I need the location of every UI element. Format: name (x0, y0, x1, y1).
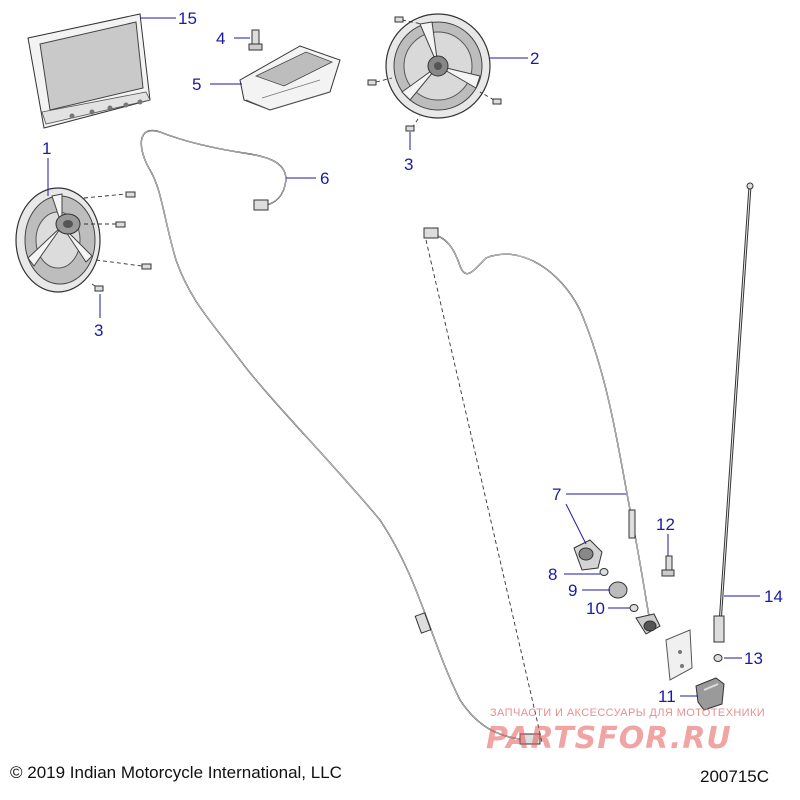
callout-3-left: 3 (94, 321, 103, 340)
callout-12: 12 (656, 515, 675, 534)
speaker-left-part (15, 187, 101, 293)
antenna-mast-part (713, 182, 754, 643)
callout-6: 6 (320, 169, 329, 188)
callout-10: 10 (586, 599, 605, 618)
nut-part (599, 568, 609, 576)
figure-id: 200715C (700, 767, 769, 786)
copyright-text: © 2019 Indian Motorcycle International, … (10, 763, 342, 782)
callout-8: 8 (548, 565, 557, 584)
antenna-base-part (695, 677, 725, 711)
leader-lines (47, 17, 760, 697)
watermark: ЗАПЧАСТИ И АКСЕССУАРЫ ДЛЯ МОТОТЕХНИКИ PA… (486, 707, 765, 756)
callout-1: 1 (42, 139, 51, 158)
callout-labels: 15 4 5 2 3 1 3 6 7 8 9 10 12 13 11 14 (42, 9, 783, 706)
cable-connector-part (635, 613, 661, 635)
antenna-nut-part (713, 654, 723, 662)
small-washer-part (629, 604, 639, 612)
amplifier-module-part (239, 45, 341, 111)
callout-13: 13 (744, 649, 763, 668)
bolt-part (248, 29, 263, 51)
callout-15: 15 (178, 9, 197, 28)
callout-7: 7 (552, 485, 561, 504)
callout-5: 5 (192, 75, 201, 94)
watermark-brand: PARTSFOR.RU (486, 721, 732, 756)
antenna-mount-part (573, 539, 603, 571)
callout-4: 4 (216, 29, 225, 48)
wiring-harness-cable (140, 129, 541, 745)
speaker-left-screws (83, 191, 152, 292)
callout-2: 2 (530, 49, 539, 68)
speaker-right-screws (367, 16, 502, 132)
speaker-right-part (385, 13, 491, 119)
callout-11: 11 (658, 687, 676, 706)
callout-9: 9 (568, 581, 577, 600)
clip-part (661, 555, 675, 577)
washer-part (608, 581, 628, 599)
callout-14: 14 (764, 587, 783, 606)
antenna-bracket-part (665, 629, 693, 681)
watermark-tagline: ЗАПЧАСТИ И АКСЕССУАРЫ ДЛЯ МОТОТЕХНИКИ (490, 707, 765, 719)
display-unit-part (27, 13, 151, 129)
callout-3-top: 3 (404, 155, 413, 174)
antenna-cable (423, 227, 651, 743)
